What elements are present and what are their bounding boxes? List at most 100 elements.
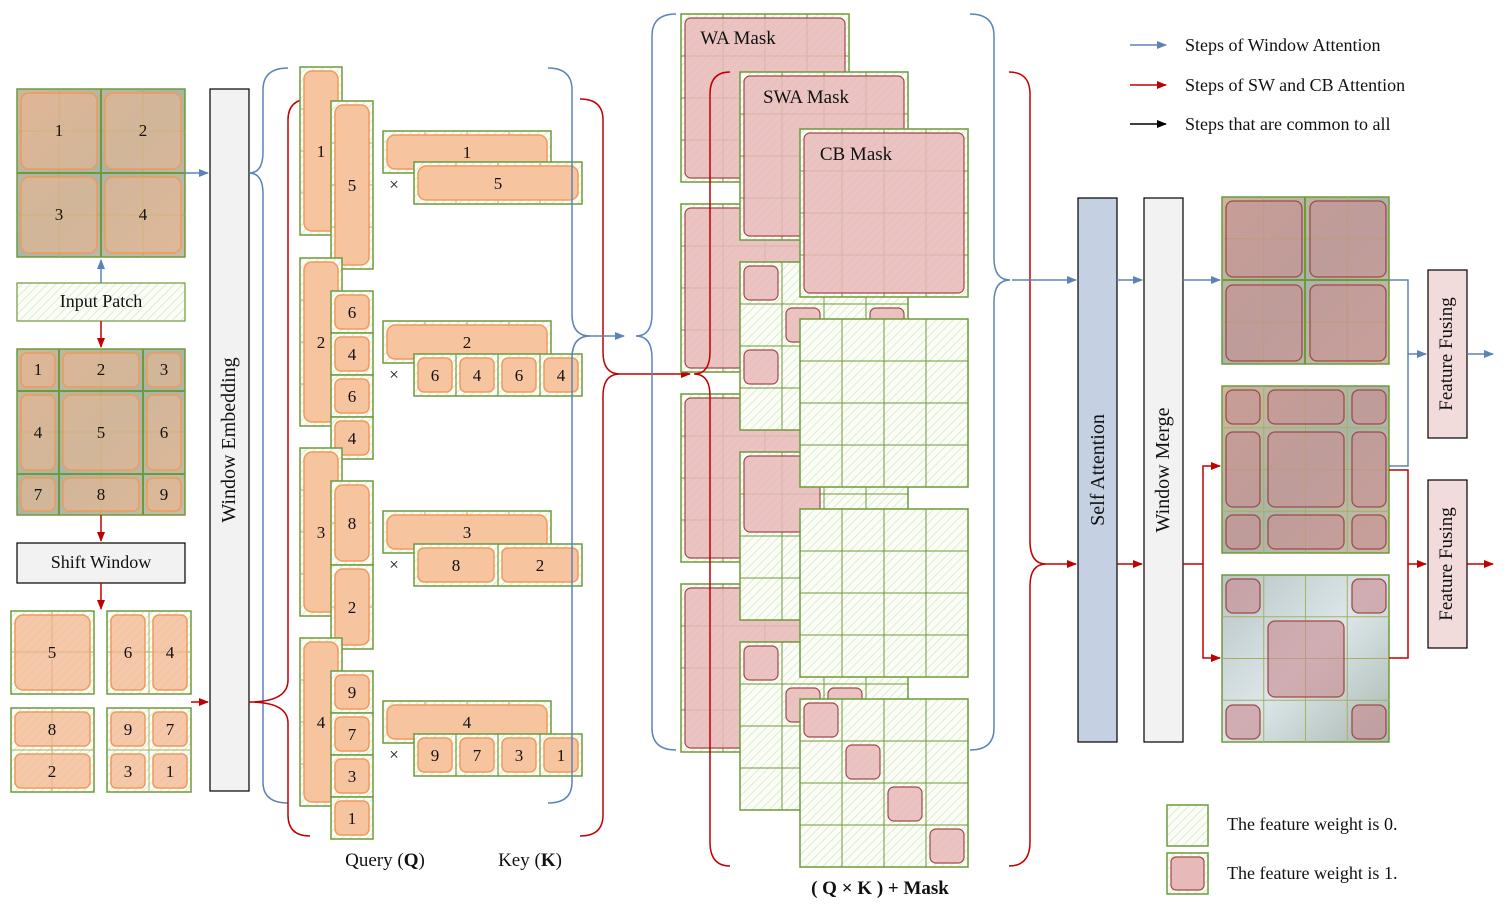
times-4: ×: [389, 745, 399, 764]
output-maps: [1221, 196, 1390, 743]
arrow-ff1-in-b: [1389, 354, 1409, 467]
query-q4a-token: [334, 336, 370, 372]
key-row-5: 5: [413, 161, 583, 205]
self-attention-label: Self Attention: [1087, 414, 1109, 526]
key-cells-6464-num: 4: [557, 366, 566, 385]
arrow-wm-out-red1: [1183, 462, 1221, 565]
query-label: Query (Q): [345, 850, 425, 871]
key-cells-9731-token: [501, 737, 537, 773]
win-num-9: 9: [124, 720, 133, 739]
query-q7: 7: [330, 712, 374, 756]
shifted-windows: 5 6 4 8 2 9 7 3 1: [10, 610, 192, 793]
times-3: ×: [389, 555, 399, 574]
input-patch-image: 1 2 3 4: [16, 88, 186, 258]
out1-p2: [1309, 200, 1387, 278]
brace-blue-embed: [248, 67, 289, 804]
query-q5-token: [334, 104, 370, 266]
key-cells-9731-token: [543, 737, 579, 773]
query-q1-num: 1: [317, 142, 326, 161]
query-q4a-num: 4: [348, 345, 357, 364]
times-2: ×: [389, 365, 399, 384]
output-3: [1221, 574, 1390, 743]
legend: Steps of Window Attention Steps of SW an…: [1130, 35, 1405, 895]
out2-p6: [1351, 431, 1387, 508]
query-q4a: 4: [330, 332, 374, 376]
shifted-patch-image: 1 2 3 4 5 6 7 8 9: [16, 348, 186, 516]
out2-p7: [1225, 514, 1261, 550]
cb-pink-diag-2: [845, 744, 881, 780]
query-q3b: 3: [330, 754, 374, 798]
shift-window-label: Shift Window: [51, 552, 151, 572]
legend-weight1: The feature weight is 1.: [1227, 863, 1397, 883]
legend-weight0-swatch: [1166, 804, 1209, 847]
shift-num-7: 7: [34, 485, 43, 504]
query-q3-num: 3: [317, 523, 326, 542]
legend-weight0: The feature weight is 0.: [1227, 814, 1397, 834]
cb-pink-diag-1: [803, 702, 839, 738]
query-q9: 9: [330, 670, 374, 714]
query-q8-token: [334, 484, 370, 562]
key-cells-6464-token: [543, 357, 579, 393]
query-q2b-token: [334, 568, 370, 646]
input-patch-label: Input Patch: [60, 291, 143, 311]
key-cells-82-token: [501, 547, 579, 583]
query-q2b: 2: [330, 564, 374, 650]
key-cells-9731-num: 7: [473, 746, 482, 765]
query-q4b: 4: [330, 416, 374, 460]
cb-pink-full: [803, 132, 965, 294]
key-cells-6464-num: 6: [515, 366, 524, 385]
key-row-4-num: 4: [463, 713, 472, 732]
key-row-5-num: 5: [494, 174, 503, 193]
patch-num-2: 2: [139, 121, 148, 140]
key-cells-6464-token: [459, 357, 495, 393]
cb-grid-3: [799, 508, 969, 678]
win-num-7: 7: [166, 720, 175, 739]
feature-fusing-label-1: Feature Fusing: [1436, 297, 1457, 411]
brace-red-mask-right: [1008, 71, 1047, 867]
arrow-ff1-in-a: [1389, 279, 1427, 358]
key-row-5-token: [417, 165, 579, 201]
key-cells-9731-num: 9: [431, 746, 440, 765]
out3-p5: [1351, 704, 1387, 740]
brace-blue-mask-left: [635, 13, 677, 751]
win-num-4: 4: [166, 643, 175, 662]
out2-p9: [1351, 514, 1387, 550]
query-q1b-token: [334, 800, 370, 836]
win-num-3: 3: [124, 762, 133, 781]
cb-mask-label: CB Mask: [820, 144, 893, 165]
key-cells-9731-num: 3: [515, 746, 524, 765]
query-q8: 8: [330, 480, 374, 566]
win-num-1: 1: [166, 762, 175, 781]
query-q6a-num: 6: [348, 303, 357, 322]
brace-red-embed: [248, 98, 311, 837]
key-row-3: 3: [382, 510, 552, 554]
shift-num-4: 4: [34, 423, 43, 442]
arrow-ff2-in-a: [1389, 469, 1427, 568]
arrow-ff2-in-b: [1389, 564, 1409, 659]
brace-red-mask-left: [693, 71, 731, 867]
key-cells-82-token: [417, 547, 495, 583]
out2-p1: [1225, 389, 1261, 425]
window-merge-label: Window Merge: [1152, 407, 1174, 532]
key-cells-9731-token: [417, 737, 453, 773]
swa-mask-label: SWA Mask: [763, 87, 850, 108]
out3-p3: [1267, 620, 1345, 698]
shift-num-3: 3: [160, 360, 169, 379]
cb-pink-diag-3: [887, 786, 923, 822]
times-1: ×: [389, 175, 399, 194]
formula-label: ( Q × K ) + Mask: [811, 878, 949, 899]
win-num-6: 6: [124, 643, 133, 662]
arrow-wm-out-red2: [1202, 564, 1221, 662]
out1-p3: [1225, 284, 1303, 362]
swa-pink-f: [743, 645, 779, 681]
query-q2-num: 2: [317, 333, 326, 352]
query-q6a-token: [334, 294, 370, 330]
query-q9-token: [334, 674, 370, 710]
patch-num-1: 1: [55, 121, 64, 140]
legend-common: Steps that are common to all: [1185, 114, 1390, 134]
